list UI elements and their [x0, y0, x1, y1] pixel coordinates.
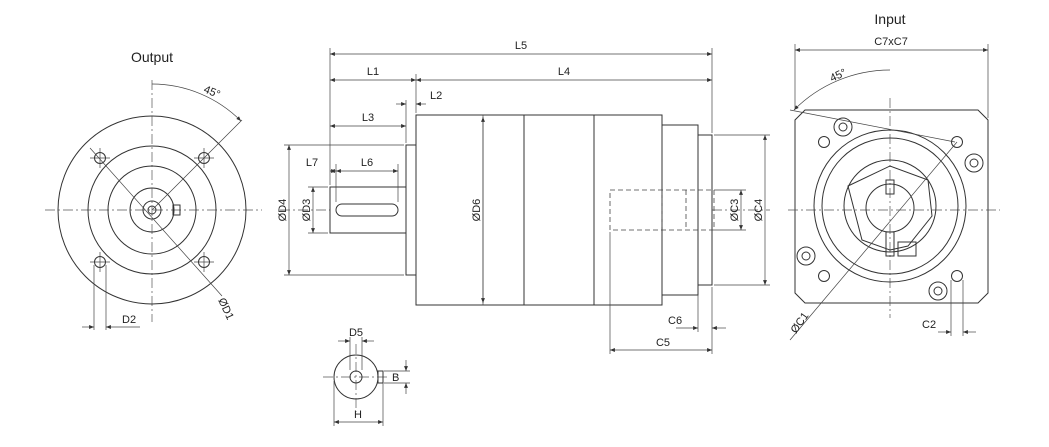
l6-label: L6 — [361, 157, 373, 169]
output-bolt-holes — [90, 148, 214, 272]
output-shaft-collar — [129, 187, 175, 233]
input-flange — [697, 134, 713, 286]
input-screw-head — [928, 281, 948, 301]
input-clamp-ring-contour — [847, 165, 933, 251]
d3-label: ØD3 — [301, 199, 313, 222]
input-screw-head — [964, 153, 984, 173]
l4-label: L4 — [558, 66, 570, 78]
output-shaft — [142, 200, 162, 220]
output-key — [172, 204, 181, 216]
housing-front — [415, 114, 525, 306]
c2-label: C2 — [922, 319, 936, 331]
output-d1-label: ØD1 — [215, 296, 235, 322]
output-shaft-center — [147, 205, 157, 215]
shaft-section-hole — [349, 370, 363, 384]
side-view: L5 L1 L4 L2 L3 L7 L6 ØD4 ØD3 ØD6 — [277, 40, 770, 354]
input-bolt-hole — [818, 136, 830, 148]
output-pilot-ring — [87, 145, 217, 275]
input-adapter — [661, 124, 699, 296]
output-d2-label: D2 — [122, 314, 136, 326]
output-shaft-body — [329, 186, 407, 234]
d6-label: ØD6 — [471, 199, 483, 222]
input-screw-head — [833, 117, 853, 137]
h-label: H — [354, 409, 362, 421]
input-slot-clamp — [897, 241, 917, 257]
c1-label: ØC1 — [789, 310, 812, 335]
input-bolt-holes — [796, 117, 984, 301]
output-title: Output — [131, 49, 173, 65]
input-bolt-hole — [818, 270, 830, 282]
output-flange — [405, 144, 417, 276]
input-bolt-hole — [951, 270, 963, 282]
input-title: Input — [874, 11, 905, 27]
input-pilot-inner — [821, 137, 959, 275]
output-view: Output 45° ØD1 D2 — [45, 49, 262, 330]
output-angle-arc — [151, 83, 242, 122]
input-c1-diagonal — [789, 141, 958, 341]
l2-label: L2 — [430, 90, 442, 102]
input-screw-head — [796, 246, 816, 266]
input-angle-ref — [789, 109, 956, 143]
input-bolt-hole — [951, 136, 963, 148]
output-angle-label: 45° — [202, 84, 222, 101]
housing-middle — [523, 114, 595, 306]
c3-label: ØC3 — [729, 199, 741, 222]
shaft-keyway — [335, 203, 399, 217]
shaft-section-view: D5 B H — [323, 327, 410, 426]
c7-label: C7xC7 — [874, 36, 908, 48]
l1-label: L1 — [367, 66, 379, 78]
input-bore-key — [885, 179, 895, 195]
input-slot — [885, 231, 895, 257]
c4-label: ØC4 — [753, 199, 765, 222]
input-angle-arc — [793, 69, 891, 111]
output-flange-outer — [57, 115, 247, 305]
d4-label: ØD4 — [277, 199, 289, 222]
output-bolt-diagonal — [89, 147, 223, 297]
input-angle-label: 45° — [828, 67, 848, 85]
c6-label: C6 — [668, 315, 682, 327]
input-view: Input 45° C7x — [788, 11, 1000, 341]
shaft-section-key — [377, 370, 384, 384]
l3-label: L3 — [362, 112, 374, 124]
housing-rear — [593, 114, 663, 306]
c5-label: C5 — [656, 337, 670, 349]
l5-label: L5 — [515, 40, 527, 52]
input-clamp-ring — [843, 159, 937, 253]
input-pilot-outer — [813, 129, 967, 283]
output-angle-ref — [151, 119, 243, 211]
l7-label: L7 — [306, 157, 318, 169]
b-label: B — [392, 372, 399, 384]
d5-label: D5 — [349, 327, 363, 339]
output-housing-ring — [107, 165, 197, 255]
